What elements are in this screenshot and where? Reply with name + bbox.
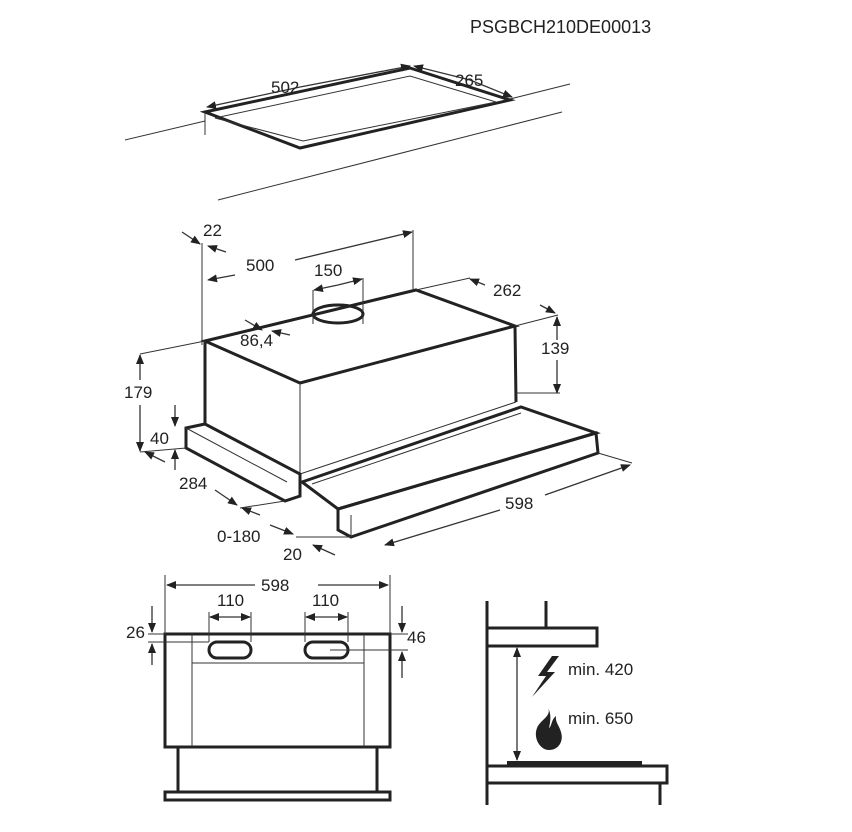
cutout-depth-label: 265 — [455, 71, 484, 90]
dim-20: 20 — [283, 545, 302, 564]
dim-284: 284 — [179, 474, 208, 493]
gas-clearance-label: min. 650 — [568, 709, 634, 728]
dim-110-left: 110 — [217, 591, 245, 610]
document-code: PSGBCH210DE00013 — [470, 17, 652, 37]
dim-46: 46 — [407, 628, 426, 647]
dim-179: 179 — [124, 383, 153, 402]
flame-icon — [535, 708, 562, 750]
dim-500: 500 — [246, 256, 275, 275]
cutout-width-label: 502 — [271, 78, 300, 97]
dim-110-right: 110 — [312, 591, 340, 610]
dim-0-180: 0-180 — [217, 527, 261, 546]
lightning-icon — [532, 656, 559, 697]
hood-front-view — [148, 575, 408, 802]
dim-26: 26 — [126, 623, 145, 642]
countertop-cutout — [124, 63, 571, 201]
dim-150: 150 — [314, 261, 343, 280]
dim-598-iso: 598 — [505, 494, 534, 513]
dim-22: 22 — [203, 221, 222, 240]
dim-40: 40 — [150, 429, 169, 448]
dim-598-front: 598 — [261, 576, 290, 595]
dim-139: 139 — [541, 339, 570, 358]
dim-262: 262 — [493, 281, 522, 300]
electric-clearance-label: min. 420 — [568, 660, 634, 679]
installation-side-view — [485, 601, 669, 805]
dim-86-4: 86,4 — [240, 331, 274, 350]
hood-isometric — [136, 230, 633, 556]
slot-left — [207, 640, 253, 660]
